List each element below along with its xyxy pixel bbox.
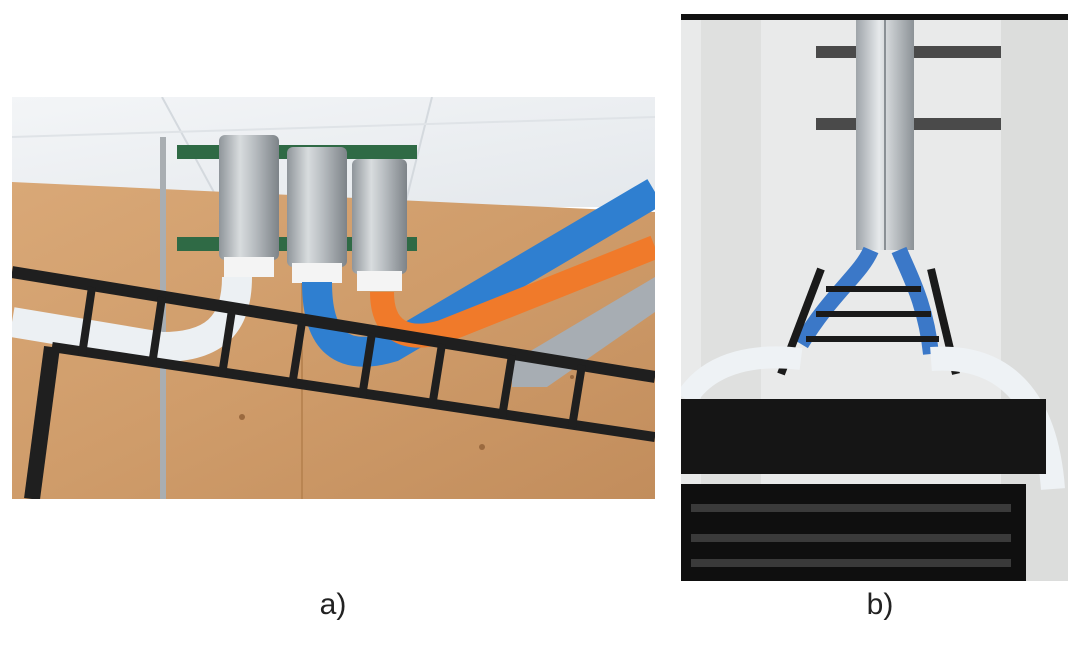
- caption-b: b): [866, 588, 894, 621]
- threaded-rod: [160, 137, 166, 499]
- cable-tray-wall-photo: [12, 97, 655, 499]
- photo-panel-a: [12, 97, 655, 499]
- white-cable-sweep-left: [681, 346, 803, 406]
- caption-a: a): [319, 588, 347, 621]
- blue-cable-bundle: [302, 179, 655, 367]
- rack-top: [681, 399, 1046, 474]
- conduit-sleeves: [219, 135, 407, 291]
- ladder-rack: [12, 266, 655, 499]
- photo-panel-b: [681, 14, 1068, 581]
- rack-top-cabling-photo: [681, 14, 1068, 581]
- white-cable-sweep-right: [930, 346, 1065, 490]
- white-cable-bundle: [12, 276, 252, 363]
